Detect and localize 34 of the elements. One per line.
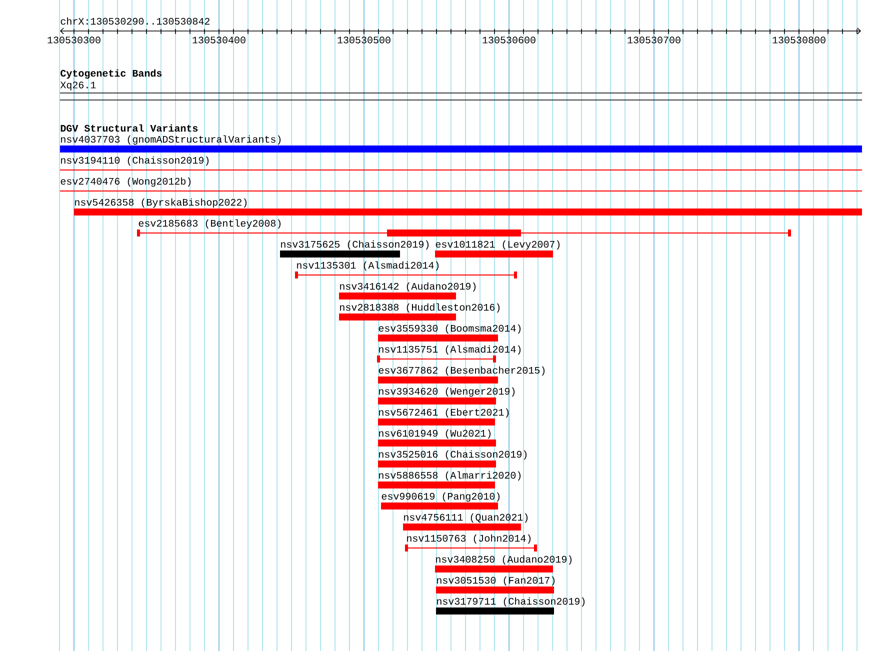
variant-label: nsv4037703 (gnomADStructuralVariants) (61, 135, 281, 145)
track-heading: Cytogenetic Bands (60, 69, 162, 79)
variant-label: nsv1150763 (John2014) (407, 534, 531, 544)
tick-label: 130530500 (338, 36, 390, 44)
tick-label: 130530800 (772, 36, 826, 44)
variant-label: nsv1135751 (Alsmadi2014) (379, 345, 521, 355)
variant-label: nsv3525016 (Chaisson2019) (379, 450, 527, 460)
variant-label: nsv3051530 (Fan2017) (437, 576, 555, 586)
variant-label: nsv3416142 (Audano2019) (340, 282, 476, 292)
variant-label: esv3677862 (Besenbacher2015) (378, 366, 545, 376)
variant-label: nsv2818388 (Huddleston2016) (340, 303, 500, 313)
tick-label: 130530700 (628, 36, 680, 44)
variant-label: nsv3179711 (Chaisson2019) (437, 597, 585, 607)
tick-label: 130530600 (482, 36, 536, 44)
variant-label: nsv5426358 (ByrskaBishop2022) (75, 198, 247, 208)
variant-label: nsv3194110 (Chaisson2019) (61, 156, 209, 166)
variant-label: esv1011821 (Levy2007) (436, 240, 560, 250)
band-label: Xq26.1 (60, 82, 96, 90)
variant-label: esv2185683 (Bentley2008) (138, 219, 281, 229)
variant-label: nsv3934620 (Wenger2019) (379, 387, 515, 397)
variant-label: nsv5886558 (Almarri2020) (379, 471, 521, 481)
tick-label: 130530400 (192, 36, 246, 44)
tick-label: 130530300 (48, 36, 100, 44)
variant-label: nsv3175625 (Chaisson2019) (281, 240, 429, 250)
variant-label: esv990619 (Pang2010) (382, 492, 500, 502)
variant-label: nsv1135301 (Alsmadi2014) (297, 261, 439, 271)
variant-label: nsv6101949 (Wu2021) (379, 429, 491, 439)
variant-label: nsv3408250 (Audano2019) (436, 555, 572, 565)
locus-label: chrX:130530290..130530842 (60, 17, 210, 25)
variant-label: esv3559330 (Boomsma2014) (378, 324, 521, 334)
variant-label: esv2740476 (Wong2012b) (60, 177, 191, 187)
variant-label: nsv5672461 (Ebert2021) (379, 408, 509, 418)
variant-label: nsv4756111 (Quan2021) (404, 513, 528, 523)
track-heading: DGV Structural Variants (60, 124, 198, 132)
